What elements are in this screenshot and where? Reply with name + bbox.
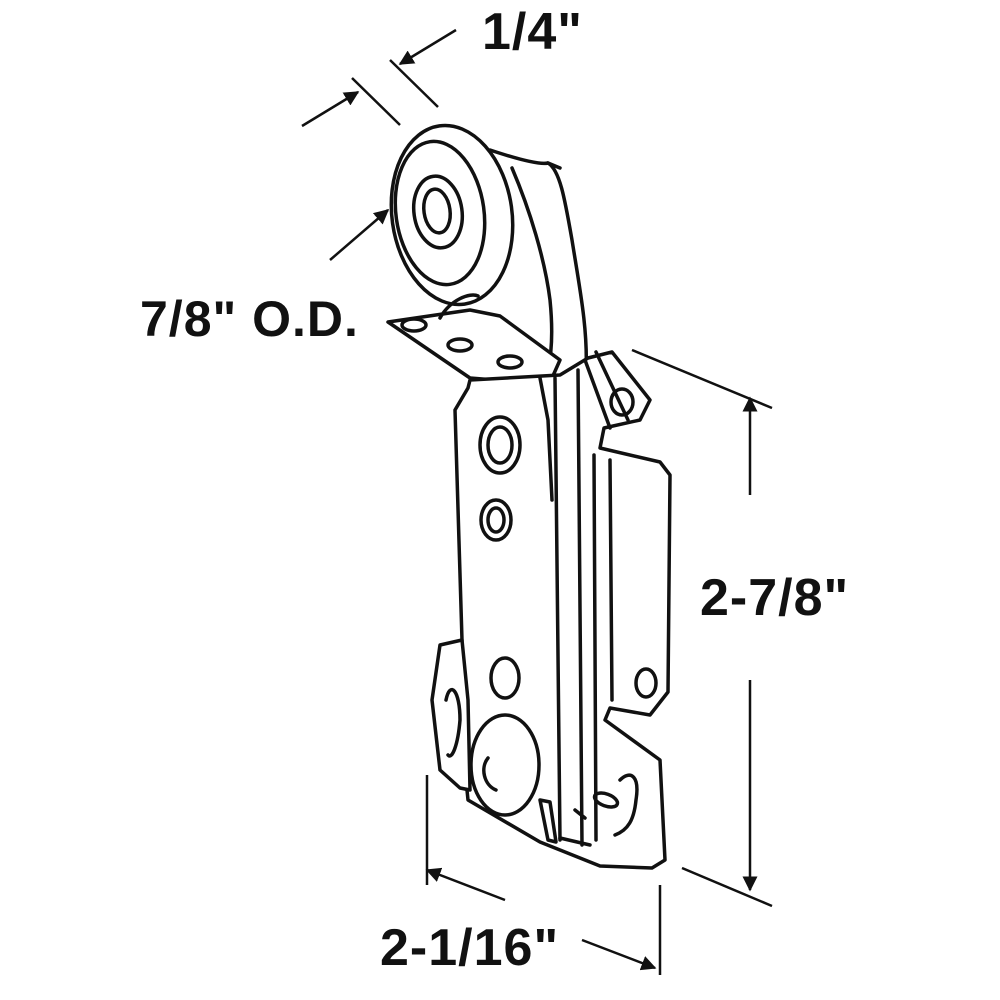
left-clip	[430, 638, 472, 792]
od-dimension	[329, 209, 390, 261]
thickness-dimension	[301, 28, 457, 128]
width-dimension	[425, 775, 662, 975]
height-label: 2-7/8"	[700, 569, 850, 627]
body-holes	[478, 415, 658, 700]
roller-wheel	[389, 123, 515, 307]
body-plate	[453, 350, 672, 870]
top-flange	[386, 293, 562, 384]
outer-diameter-label: 7/8" O.D.	[140, 291, 359, 347]
width-label: 2-1/16"	[380, 919, 560, 977]
wheel-arm	[488, 148, 589, 374]
bottom-details	[538, 773, 639, 847]
height-dimension	[631, 348, 773, 908]
thickness-label: 1/4"	[482, 3, 583, 61]
